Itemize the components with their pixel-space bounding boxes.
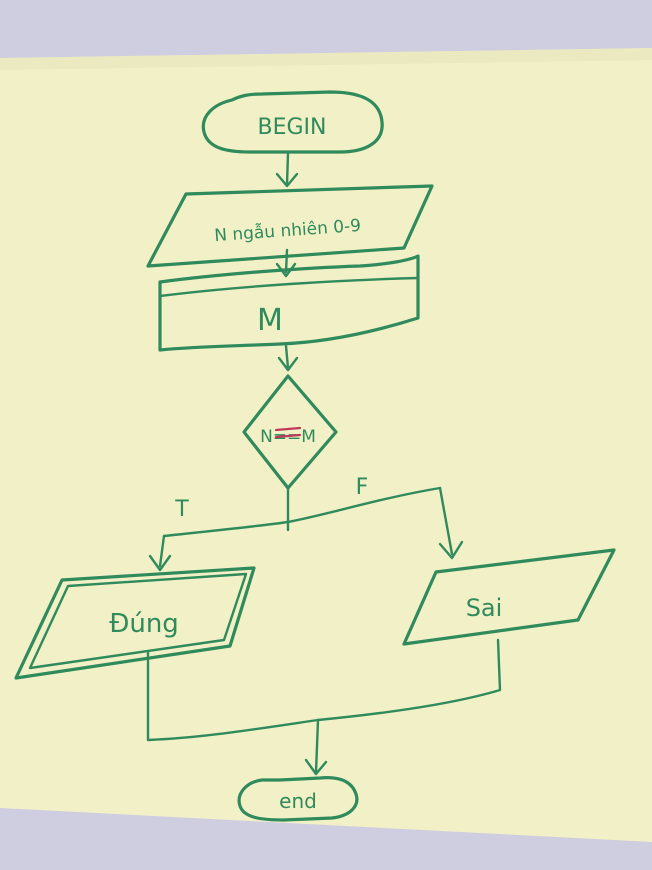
branch-false-label: F	[356, 475, 369, 500]
input-m-label: M	[257, 303, 283, 338]
end-label: end	[279, 789, 317, 813]
branch-true-label: T	[174, 497, 189, 522]
start-label: BEGIN	[258, 115, 327, 140]
correction-mark-top	[274, 426, 302, 432]
output-true-label: Đúng	[109, 609, 179, 639]
input-m-box: M	[158, 254, 420, 352]
output-false-label: Sai	[466, 594, 503, 622]
start-terminator: BEGIN	[201, 90, 384, 154]
correction-mark-bottom	[274, 433, 302, 439]
arrow-start-to-input	[275, 152, 299, 188]
paper-edge-shadow	[0, 48, 652, 70]
arrow-m-to-decision	[277, 344, 299, 372]
output-false-box: Sai	[402, 548, 616, 646]
output-true-box: Đúng	[14, 566, 256, 680]
branch-connector	[148, 486, 464, 572]
merge-connector	[146, 638, 502, 776]
end-terminator: end	[237, 776, 359, 822]
